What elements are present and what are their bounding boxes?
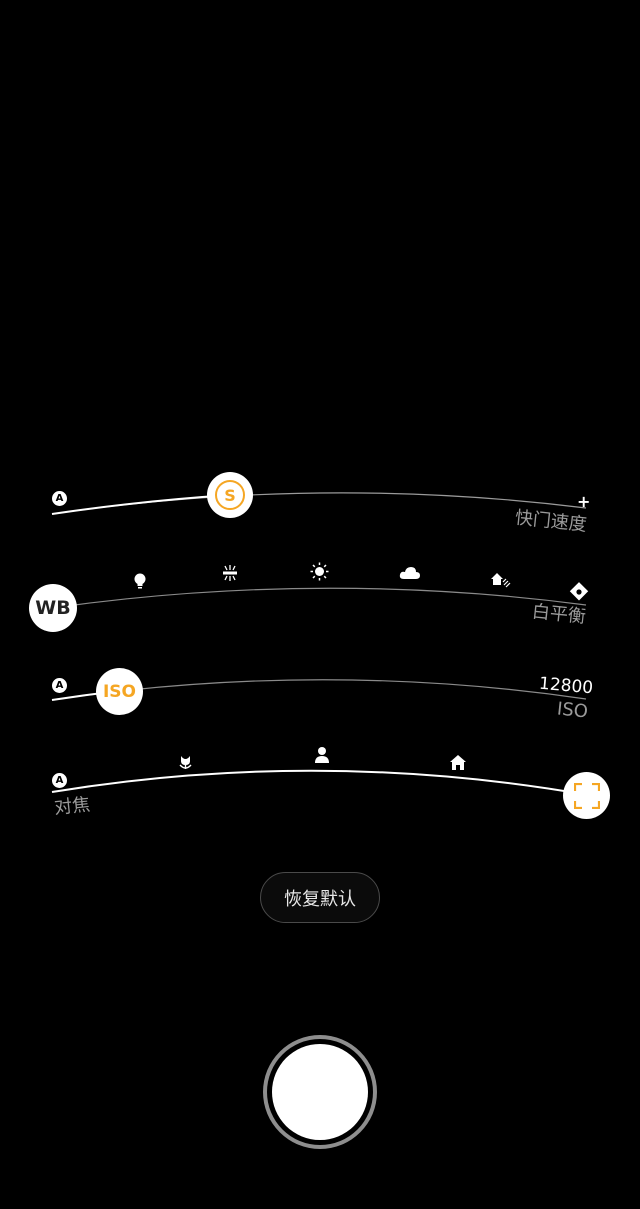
shade-icon[interactable] [489,571,511,589]
shutter-plus-label: + [577,492,591,511]
shutter-auto-badge[interactable]: A [52,491,67,506]
shutter-button[interactable] [263,1035,377,1149]
shutter-button-core [272,1044,368,1140]
fluorescent-icon[interactable] [221,564,239,582]
wb-knob[interactable]: WB [29,584,77,632]
cloud-icon[interactable] [399,566,421,580]
portrait-icon[interactable] [314,746,330,763]
focus-track[interactable] [51,769,589,796]
wb-knob-text: WB [35,597,71,619]
sun-icon[interactable] [310,562,329,581]
iso-label: ISO [555,698,589,723]
focus-knob[interactable] [563,772,610,819]
macro-icon[interactable] [178,754,193,770]
reset-defaults-button[interactable]: 恢复默认 [260,872,380,923]
bulb-icon[interactable] [132,572,148,590]
shutter-track-active [51,494,231,515]
focus-frame-icon [573,782,600,809]
shutter-button-ring [267,1039,373,1145]
wb-track[interactable] [51,587,587,609]
shutter-speed-knob[interactable]: S [207,472,253,518]
shutter-s-icon: S [215,480,245,510]
iso-knob[interactable]: ISO [96,668,143,715]
iso-auto-badge[interactable]: A [52,678,67,693]
wb-label: 白平衡 [530,601,587,628]
focus-label: 对焦 [53,794,92,819]
landscape-icon[interactable] [450,755,466,770]
iso-knob-text: ISO [102,681,137,702]
custom-wb-icon[interactable] [569,582,589,602]
focus-auto-badge[interactable]: A [52,773,67,788]
